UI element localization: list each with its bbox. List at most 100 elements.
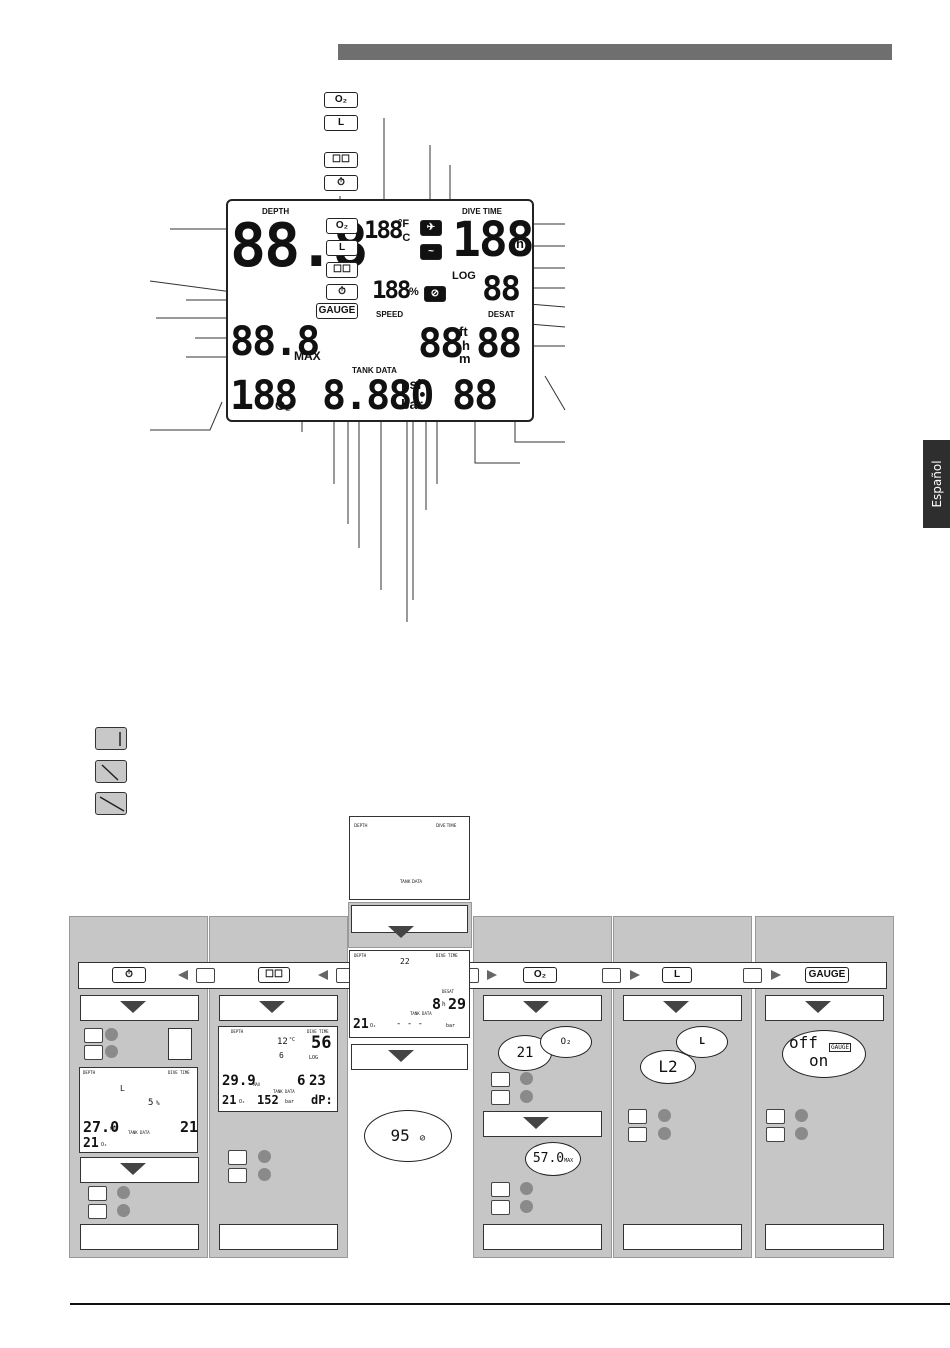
button-indicator	[520, 1200, 533, 1213]
nitrox-icon: O₂	[326, 218, 358, 234]
nitrox-icon: O₂	[324, 92, 358, 108]
desat-label: DESAT	[488, 310, 515, 319]
footer-rule	[70, 1303, 950, 1305]
desat-hours-digits: 88	[418, 321, 464, 367]
desat-oval: 95 ⊘	[364, 1110, 452, 1162]
center-top-lcd: DEPTH DIVE TIME TANK DATA	[349, 816, 470, 900]
level-icon: L	[326, 240, 358, 256]
gauge-badge: GAUGE	[829, 1043, 852, 1052]
psi-unit: psi	[401, 376, 422, 392]
center-mid-lcd: DEPTH DIVE TIME 22 DESAT 8 h 29 TANK DAT…	[349, 950, 470, 1038]
button-icon	[491, 1182, 510, 1197]
no-dive-icon: ⊘	[424, 286, 446, 302]
speed-percent-digits: 188	[372, 276, 411, 304]
button-icon	[491, 1090, 510, 1105]
tank-data-label: TANK DATA	[352, 366, 397, 375]
level-oval: L2	[640, 1050, 696, 1084]
button-icon	[628, 1127, 647, 1142]
nitrox-max-oval: 57.0MAX	[525, 1142, 581, 1176]
down-arrow-icon	[120, 1163, 146, 1175]
section-title-bar	[338, 44, 892, 60]
button-indicator	[658, 1127, 671, 1140]
button-icon	[766, 1127, 785, 1142]
dive-planner-icon: ⏱	[324, 175, 358, 191]
o2-unit: O₂	[275, 398, 291, 413]
button-icon	[228, 1150, 247, 1165]
button-icon	[88, 1186, 107, 1201]
button-indicator	[520, 1072, 533, 1085]
hours-unit: h	[516, 236, 524, 251]
gauge-menu-icon[interactable]: GAUGE	[805, 967, 849, 983]
desat-hours-unit: h	[462, 338, 470, 353]
down-arrow-icon	[805, 1001, 831, 1013]
button-indicator	[117, 1204, 130, 1217]
gauge-press-box	[765, 995, 884, 1021]
planner-lcd: DEPTH DIVE TIME L 5 % 27.0 MAX 21 TANK D…	[79, 1067, 198, 1153]
percent-unit: %	[409, 286, 419, 298]
planner-press-box-3	[80, 1224, 199, 1250]
down-arrow-icon	[523, 1001, 549, 1013]
no-fly-icon: ✈	[420, 220, 442, 236]
level-press-box	[623, 995, 742, 1021]
tank-pressure-digits: 8.880	[322, 373, 434, 419]
button-indicator	[795, 1109, 808, 1122]
dive-planner-icon[interactable]: ⏱	[112, 967, 146, 983]
planner-press-box	[80, 995, 199, 1021]
gauge-badge: GAUGE	[316, 303, 358, 319]
button-icon	[491, 1072, 510, 1087]
speed-label: SPEED	[376, 310, 404, 319]
button-indicator	[520, 1182, 533, 1195]
planner-press-box-2	[80, 1157, 199, 1183]
dive-time-label: DIVE TIME	[462, 207, 503, 216]
button-indicator	[117, 1186, 130, 1199]
desat-minutes-digits: 88	[476, 321, 522, 367]
button-indicator	[795, 1127, 808, 1140]
nitrox-icon[interactable]: O₂	[523, 967, 557, 983]
button-indicator	[105, 1045, 118, 1058]
button-icon	[196, 968, 215, 983]
dive-time-digits: 188	[452, 212, 535, 268]
button-hold-icon	[95, 727, 127, 750]
down-arrow-icon	[388, 926, 414, 938]
button-icon	[766, 1109, 785, 1124]
nitrox-icon: O₂	[540, 1026, 592, 1058]
level-icon[interactable]: L	[662, 967, 692, 983]
meters-unit: m	[459, 351, 471, 366]
down-arrow-icon	[663, 1001, 689, 1013]
o2-digits: 188	[230, 373, 298, 419]
button-indicator	[258, 1168, 271, 1181]
temperature-digits: 188	[364, 216, 403, 244]
button-icon	[84, 1028, 103, 1043]
bar-unit: bar	[401, 396, 423, 412]
feet-unit: ft	[459, 324, 468, 339]
logbook-lcd: DEPTH DIVE TIME 12 °C 56 LOG 6 29.9 MAX …	[218, 1026, 338, 1112]
depth-label: DEPTH	[262, 207, 290, 216]
dive-planner-icon: ⏱	[326, 284, 358, 300]
logbook-press-box-2	[219, 1224, 338, 1250]
logbook-icon: ☐☐	[324, 152, 358, 168]
down-arrow-icon	[120, 1001, 146, 1013]
celsius-unit: °C	[398, 232, 411, 244]
button-indicator	[105, 1028, 118, 1041]
button-icon	[491, 1200, 510, 1215]
gauge-press-box-2	[765, 1224, 884, 1250]
nitrox-press-box-3	[483, 1224, 602, 1250]
max-depth-digits: 88.8	[230, 319, 320, 365]
logbook-icon: ☐☐	[326, 262, 358, 278]
down-arrow-icon	[388, 1050, 414, 1062]
no-dive-icon: ⊘	[419, 1133, 426, 1144]
logbook-icon[interactable]: ☐☐	[258, 967, 290, 983]
lcd-display	[226, 199, 534, 422]
log-label: LOG	[452, 270, 476, 282]
button-indicator	[520, 1090, 533, 1103]
log-number-digits: 88	[482, 269, 521, 309]
level-press-box-2	[623, 1224, 742, 1250]
tank-time-digits: 88	[452, 373, 498, 419]
button-indicator	[658, 1109, 671, 1122]
button-icon	[228, 1168, 247, 1183]
gauge-oval: off on GAUGE	[782, 1030, 866, 1078]
button-icon	[602, 968, 621, 983]
language-tab[interactable]: Español	[923, 440, 950, 528]
